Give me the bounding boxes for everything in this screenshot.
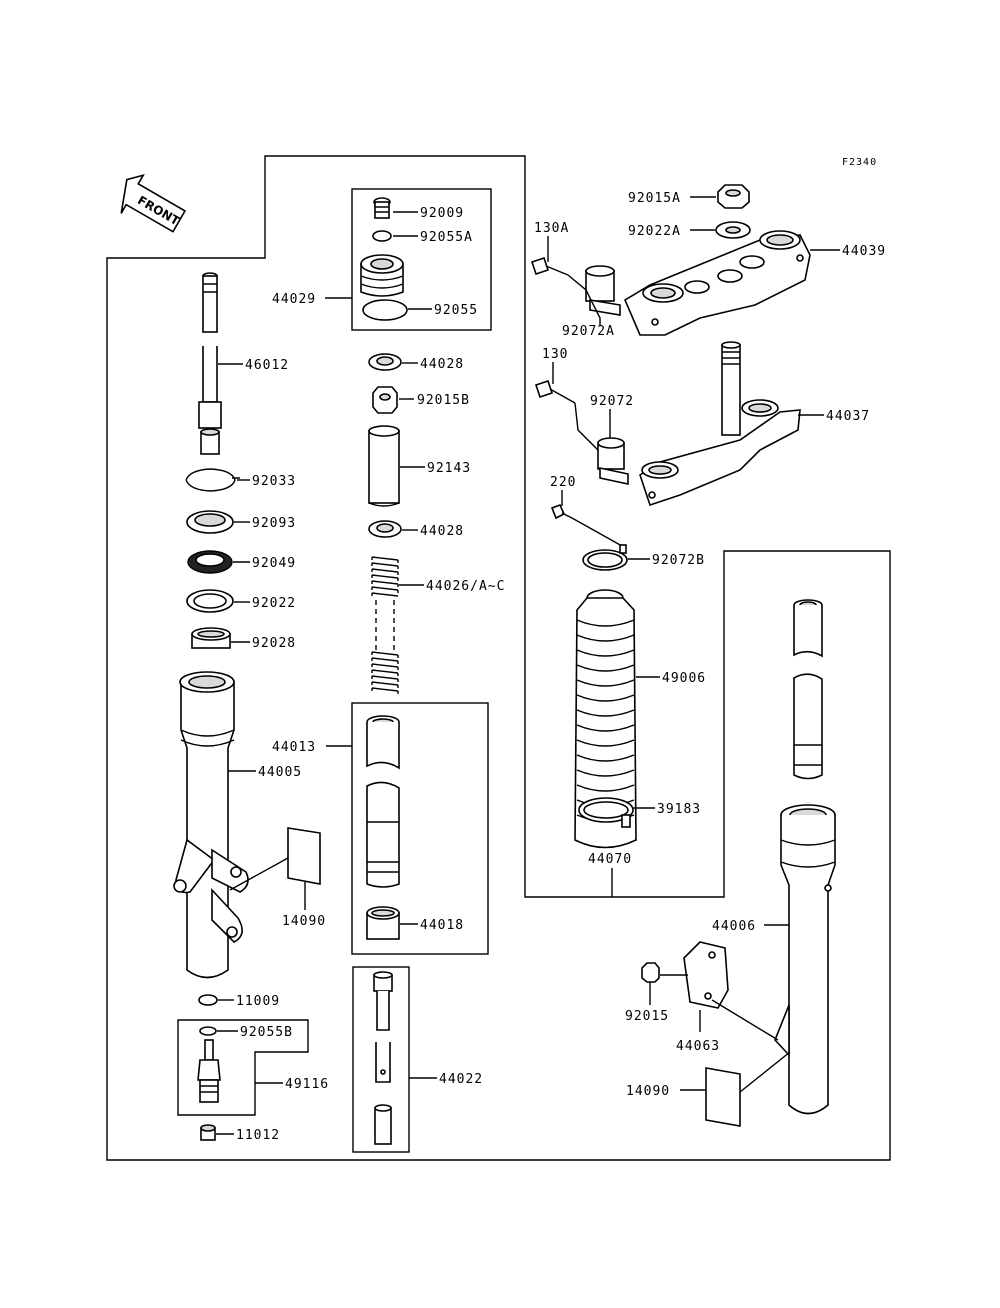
label-44063: 44063 bbox=[676, 1039, 720, 1054]
part-92015a-nut bbox=[717, 184, 750, 209]
kit-box-49116 bbox=[177, 1019, 309, 1116]
part-44039-upper-bracket bbox=[623, 230, 811, 336]
label-14090-left: 14090 bbox=[282, 914, 326, 929]
part-92072b-clamp bbox=[582, 544, 628, 571]
part-44018-bushing bbox=[366, 906, 400, 940]
part-44026-spring bbox=[371, 556, 399, 694]
part-92022-washer bbox=[186, 589, 234, 613]
part-44063-holder bbox=[683, 941, 729, 1009]
part-92015-nut bbox=[641, 962, 660, 983]
label-92072a: 92072A bbox=[562, 324, 615, 339]
label-92055b: 92055B bbox=[240, 1025, 293, 1040]
label-92033: 92033 bbox=[252, 474, 296, 489]
part-92028-bushing bbox=[191, 627, 231, 649]
part-92033-snap-ring bbox=[185, 468, 240, 492]
kit-box-44013 bbox=[351, 702, 489, 955]
part-92055a-oring bbox=[372, 230, 392, 242]
part-44013-inner-tube bbox=[366, 715, 400, 888]
label-44005: 44005 bbox=[258, 765, 302, 780]
label-92022a: 92022A bbox=[628, 224, 681, 239]
label-14090-right: 14090 bbox=[626, 1084, 670, 1099]
label-92022: 92022 bbox=[252, 596, 296, 611]
label-44026: 44026/A~C bbox=[426, 579, 505, 594]
part-92143-spacer-tube bbox=[368, 425, 400, 507]
kit-box-44022 bbox=[352, 966, 410, 1153]
label-44006: 44006 bbox=[712, 919, 756, 934]
part-44005-outer-tube bbox=[173, 671, 249, 979]
label-92015a: 92015A bbox=[628, 191, 681, 206]
part-130a-bolt bbox=[530, 256, 569, 276]
label-11009: 11009 bbox=[236, 994, 280, 1009]
label-44013: 44013 bbox=[272, 740, 316, 755]
part-92015b-nut bbox=[372, 386, 398, 414]
label-92015b: 92015B bbox=[417, 393, 470, 408]
label-44039: 44039 bbox=[842, 244, 886, 259]
label-44028-lower: 44028 bbox=[420, 524, 464, 539]
label-130: 130 bbox=[542, 347, 568, 362]
label-92015: 92015 bbox=[625, 1009, 669, 1024]
part-11012-bolt bbox=[200, 1124, 216, 1141]
label-92055a: 92055A bbox=[420, 230, 473, 245]
label-130a: 130A bbox=[534, 221, 569, 236]
label-44018: 44018 bbox=[420, 918, 464, 933]
part-92022a-washer bbox=[715, 221, 751, 239]
label-44070: 44070 bbox=[588, 852, 632, 867]
label-92143: 92143 bbox=[427, 461, 471, 476]
outer-frame bbox=[106, 155, 891, 1161]
part-44022-damper-rod bbox=[373, 971, 393, 1145]
kit-box-44029 bbox=[351, 188, 492, 331]
part-49116-valve bbox=[197, 1039, 221, 1103]
label-220: 220 bbox=[550, 475, 576, 490]
part-92093-dust-seal bbox=[186, 510, 234, 534]
label-92028: 92028 bbox=[252, 636, 296, 651]
label-44037: 44037 bbox=[826, 409, 870, 424]
part-46012-fork-tube-upper bbox=[198, 272, 222, 455]
part-44006-outer-tube-right bbox=[774, 804, 836, 1115]
label-92072b: 92072B bbox=[652, 553, 705, 568]
part-39183-clamp bbox=[578, 797, 634, 828]
part-14090-label-plate-left bbox=[287, 827, 321, 885]
part-92055-oring bbox=[362, 299, 408, 321]
part-130-bolt bbox=[534, 379, 576, 404]
part-92009-screw bbox=[373, 197, 391, 219]
label-44028-top: 44028 bbox=[420, 357, 464, 372]
part-fork-tube-right-upper bbox=[793, 599, 823, 780]
part-cap-bolt bbox=[360, 254, 404, 297]
front-arrow-icon: FRONT bbox=[120, 173, 187, 233]
label-49116: 49116 bbox=[285, 1077, 329, 1092]
reference-code: F2340 bbox=[842, 157, 877, 168]
label-92055: 92055 bbox=[434, 303, 478, 318]
label-11012: 11012 bbox=[236, 1128, 280, 1143]
label-92072: 92072 bbox=[590, 394, 634, 409]
label-92093: 92093 bbox=[252, 516, 296, 531]
label-92049: 92049 bbox=[252, 556, 296, 571]
part-92055b-oring bbox=[199, 1026, 217, 1036]
part-44037-lower-bracket bbox=[639, 341, 801, 507]
part-44028-washer-lower bbox=[368, 520, 402, 538]
part-44028-washer-top bbox=[368, 353, 402, 371]
label-44029: 44029 bbox=[272, 292, 316, 307]
label-39183: 39183 bbox=[657, 802, 701, 817]
part-14090-label-plate-right bbox=[705, 1067, 741, 1127]
label-44022: 44022 bbox=[439, 1072, 483, 1087]
part-11009-washer bbox=[198, 994, 218, 1006]
label-92009: 92009 bbox=[420, 206, 464, 221]
part-92072a-clamp bbox=[585, 265, 621, 316]
part-220-screw bbox=[550, 503, 623, 547]
label-46012: 46012 bbox=[245, 358, 289, 373]
part-92072-clamp bbox=[597, 437, 629, 485]
part-92049-oil-seal bbox=[187, 550, 233, 574]
label-49006: 49006 bbox=[662, 671, 706, 686]
